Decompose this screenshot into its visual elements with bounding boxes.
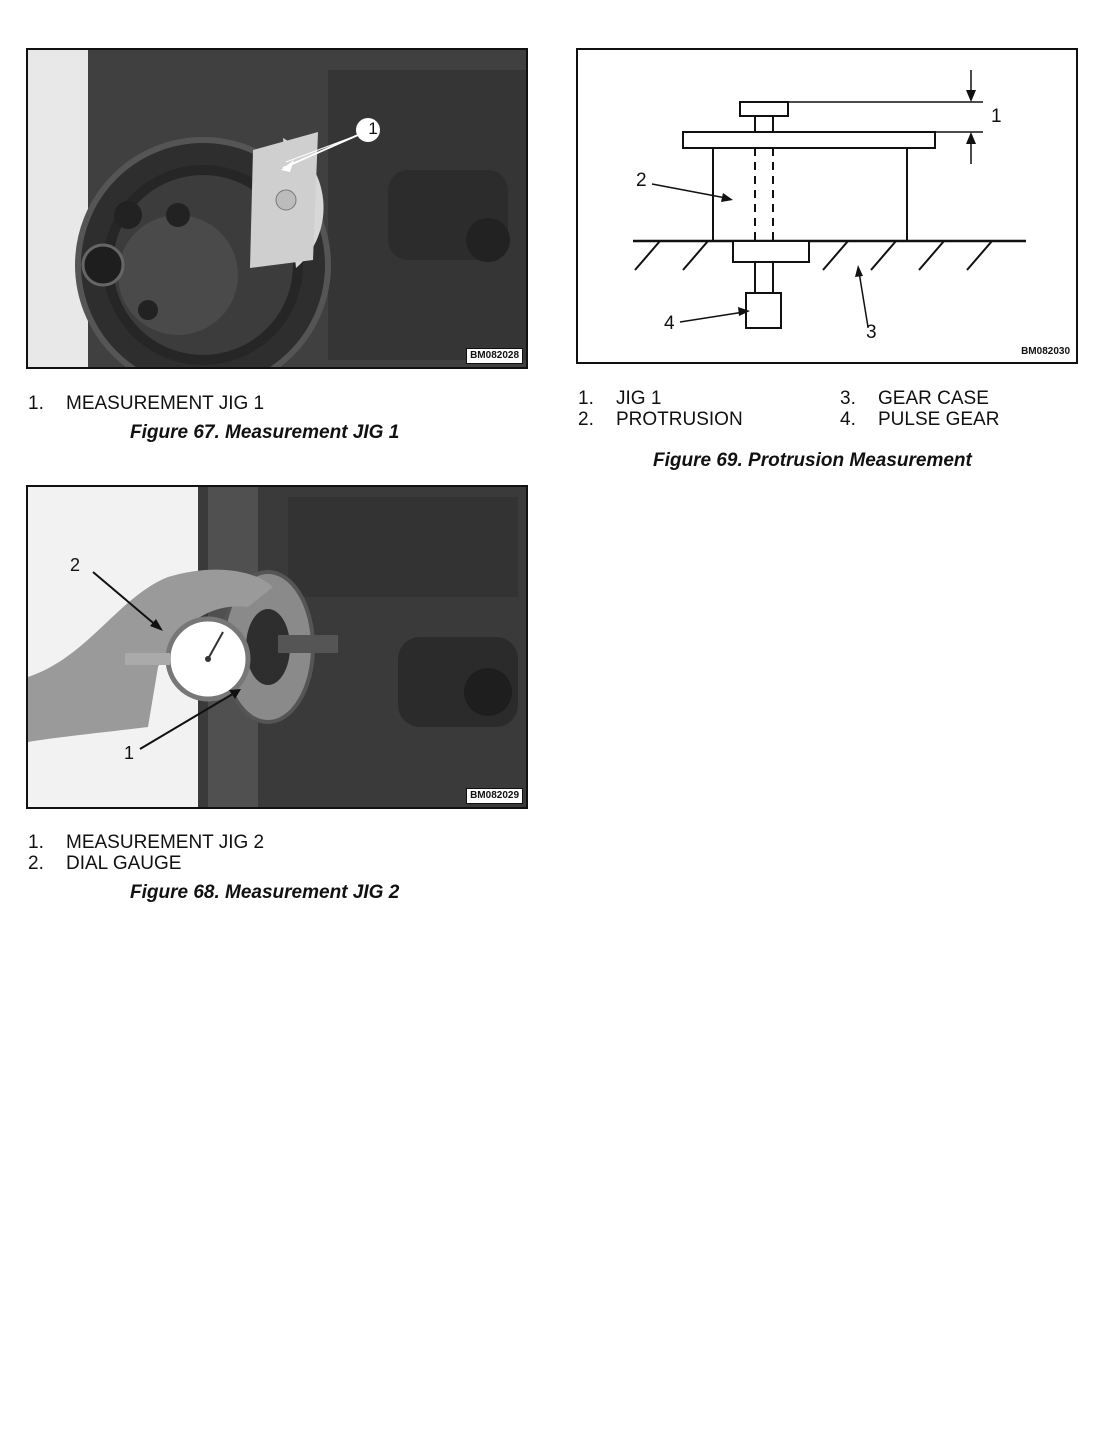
legend-text: MEASUREMENT JIG 1	[66, 393, 265, 414]
legend-item: 3. GEAR CASE	[840, 388, 999, 409]
legend-text: GEAR CASE	[878, 388, 989, 409]
figure-69-caption: Figure 69. Protrusion Measurement	[653, 450, 972, 471]
legend-item: 2. DIAL GAUGE	[28, 853, 264, 874]
figure-tag: BM082028	[466, 348, 523, 364]
callout-4: 4	[664, 313, 675, 334]
figure-67-photo: 1 BM082028	[26, 48, 528, 369]
legend-number: 2.	[28, 853, 44, 874]
legend-text: JIG 1	[616, 388, 662, 409]
callout-1: 1	[991, 106, 1002, 127]
figure-tag: BM082029	[466, 788, 523, 804]
legend-number: 1.	[578, 388, 594, 409]
legend-item: 1. JIG 1	[578, 388, 743, 409]
figure-67-caption: Figure 67. Measurement JIG 1	[130, 422, 400, 443]
figure-68-caption: Figure 68. Measurement JIG 2	[130, 882, 400, 903]
figure-68-photo: 2 1 BM082029	[26, 485, 528, 809]
callout-3: 3	[866, 322, 877, 343]
callout-1: 1	[368, 119, 378, 138]
legend-number: 1.	[28, 832, 44, 853]
legend-number: 1.	[28, 393, 44, 414]
callout-2: 2	[70, 555, 81, 575]
legend-text: DIAL GAUGE	[66, 853, 182, 874]
figure-69-legend-left: 1. JIG 1 2. PROTRUSION	[578, 388, 743, 430]
figure-69-diagram: 1 2 3 4 BM082030	[576, 48, 1078, 364]
figure-67-legend: 1. MEASUREMENT JIG 1	[28, 393, 264, 414]
figure-68-legend: 1. MEASUREMENT JIG 2 2. DIAL GAUGE	[28, 832, 264, 874]
legend-item: 1. MEASUREMENT JIG 1	[28, 393, 264, 414]
dial-gauge-illustration	[28, 487, 526, 807]
protrusion-diagram	[633, 70, 1026, 329]
callout-1: 1	[124, 743, 135, 763]
callout-2: 2	[636, 170, 647, 191]
legend-number: 3.	[840, 388, 856, 409]
legend-text: MEASUREMENT JIG 2	[66, 832, 265, 853]
legend-number: 2.	[578, 409, 594, 430]
figure-tag: BM082030	[1021, 346, 1070, 357]
legend-item: 1. MEASUREMENT JIG 2	[28, 832, 264, 853]
figure-69-legend-right: 3. GEAR CASE 4. PULSE GEAR	[840, 388, 999, 430]
legend-item: 4. PULSE GEAR	[840, 409, 999, 430]
legend-item: 2. PROTRUSION	[578, 409, 743, 430]
legend-text: PROTRUSION	[616, 409, 743, 430]
engine-pulley-illustration	[28, 50, 526, 367]
legend-text: PULSE GEAR	[878, 409, 1000, 430]
legend-number: 4.	[840, 409, 856, 430]
